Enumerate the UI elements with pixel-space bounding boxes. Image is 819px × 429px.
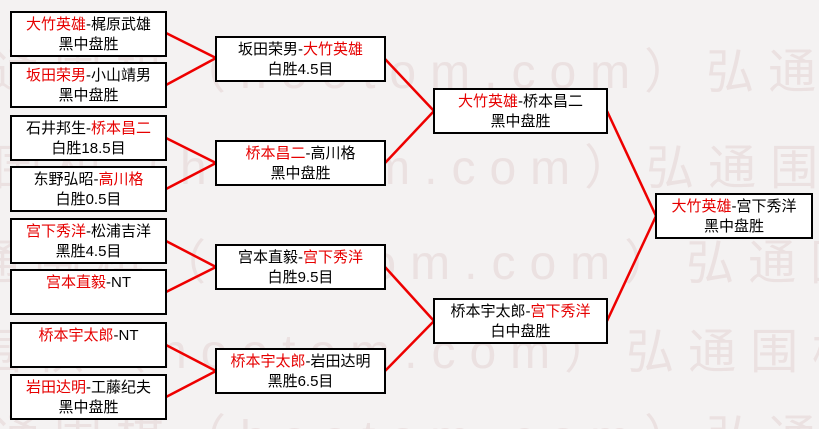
player1-name: 坂田荣男 [237,41,298,58]
player1-name: 宫本直毅 [237,249,298,266]
match-players: 宫本直毅-宫下秀洋 [217,248,384,268]
match-box: 大竹英雄-宫下秀洋 黑中盘胜 [655,193,813,239]
player2-name: 大竹英雄 [303,41,364,58]
player2-name: 宫下秀洋 [736,198,797,215]
match-box: 岩田达明-工藤纪夫 黑中盘胜 [10,374,167,420]
player2-name: 小山靖男 [91,67,152,84]
player2-name: 岩田达明 [310,353,371,370]
match-box: 东野弘昭-高川格 白胜0.5目 [10,166,167,212]
players-separator: - [298,41,303,58]
match-players: 东野弘昭-高川格 [12,170,165,190]
match-players: 坂田荣男-小山靖男 [12,66,165,86]
match-result: 白胜18.5目 [51,140,126,157]
players-separator: - [305,353,311,370]
match-result [12,346,165,366]
match-players: 大竹英雄-宫下秀洋 [657,197,811,217]
match-players: 岩田达明-工藤纪夫 [12,378,165,398]
player1-name: 桥本宇太郎 [450,303,526,320]
player2-name: 高川格 [98,171,144,188]
player1-name: 东野弘昭 [33,171,94,188]
player1-name: 石井邦生 [25,120,86,137]
match-box: 宫本直毅-NT [10,269,167,315]
player2-name: 桥本昌二 [523,93,584,110]
match-result: 黑中盘胜 [58,399,119,416]
match-players: 石井邦生-桥本昌二 [12,119,165,139]
players-separator: - [305,145,311,162]
match-box: 桥本昌二-高川格 黑中盘胜 [215,140,386,186]
match-result: 黑中盘胜 [58,87,119,104]
players-separator: - [525,303,531,320]
player2-name: 梶原武雄 [91,16,152,33]
player2-name: NT [111,274,131,291]
player2-name: 宫下秀洋 [303,249,364,266]
players-separator: - [86,67,91,84]
match-players: 桥本宇太郎-岩田达明 [217,352,384,372]
match-result: 黑中盘胜 [703,218,764,235]
player1-name: 岩田达明 [25,379,86,396]
player1-name: 桥本宇太郎 [230,353,306,370]
match-players: 宫下秀洋-松浦吉洋 [12,222,165,242]
match-result: 白中盘胜 [490,323,551,340]
match-box: 桥本宇太郎-NT [10,322,167,368]
players-separator: - [86,223,91,240]
player2-name: 工藤纪夫 [91,379,152,396]
players-separator: - [298,249,303,266]
match-players: 宫本直毅-NT [12,273,165,293]
match-box: 宫下秀洋-松浦吉洋 黑胜4.5目 [10,218,167,264]
match-box: 大竹英雄-桥本昌二 黑中盘胜 [433,88,608,134]
players-separator: - [86,379,91,396]
match-players: 桥本宇太郎-宫下秀洋 [435,302,606,322]
player1-name: 坂田荣男 [25,67,86,84]
players-separator: - [86,16,91,33]
players-separator: - [93,171,99,188]
match-result: 黑胜6.5目 [267,373,334,390]
match-result: 黑中盘胜 [270,165,331,182]
player1-name: 大竹英雄 [457,93,518,110]
match-result: 白胜9.5目 [267,269,334,286]
player2-name: 松浦吉洋 [91,223,152,240]
match-result: 黑中盘胜 [490,113,551,130]
match-box: 宫本直毅-宫下秀洋 白胜9.5目 [215,244,386,290]
players-separator: - [113,327,119,344]
players-separator: - [731,198,737,215]
player1-name: 大竹英雄 [671,198,732,215]
player2-name: 桥本昌二 [91,120,152,137]
match-players: 大竹英雄-梶原武雄 [12,15,165,35]
match-players: 桥本昌二-高川格 [217,144,384,164]
match-players: 桥本宇太郎-NT [12,326,165,346]
match-players: 大竹英雄-桥本昌二 [435,92,606,112]
player1-name: 宫下秀洋 [25,223,86,240]
match-box: 坂田荣男-小山靖男 黑中盘胜 [10,62,167,108]
player1-name: 宫本直毅 [45,274,106,291]
match-box: 桥本宇太郎-岩田达明 黑胜6.5目 [215,348,386,394]
match-box: 石井邦生-桥本昌二 白胜18.5目 [10,115,167,161]
match-box: 桥本宇太郎-宫下秀洋 白中盘胜 [433,298,608,344]
player2-name: NT [118,327,139,344]
player1-name: 桥本宇太郎 [38,327,114,344]
players-separator: - [518,93,523,110]
player1-name: 大竹英雄 [25,16,86,33]
match-result: 黑胜4.5目 [55,243,122,260]
players-separator: - [106,274,111,291]
player2-name: 宫下秀洋 [530,303,591,320]
match-box: 大竹英雄-梶原武雄 黑中盘胜 [10,11,167,57]
players-separator: - [86,120,91,137]
match-box: 坂田荣男-大竹英雄 白胜4.5目 [215,36,386,82]
match-result: 白胜0.5目 [55,191,122,208]
match-result: 白胜4.5目 [267,61,334,78]
match-result: 黑中盘胜 [58,36,119,53]
match-result [12,293,165,313]
player2-name: 高川格 [310,145,356,162]
match-players: 坂田荣男-大竹英雄 [217,40,384,60]
player1-name: 桥本昌二 [245,145,306,162]
